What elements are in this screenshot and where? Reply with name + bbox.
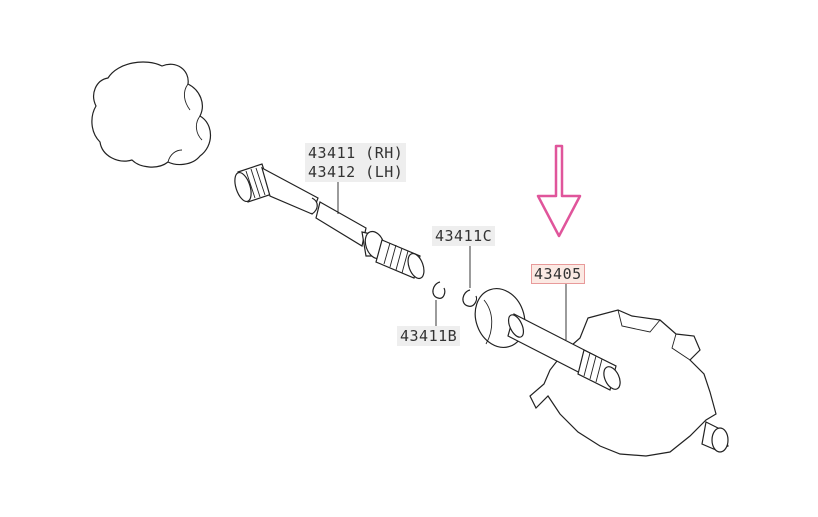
snap-ring-43411c [462, 289, 478, 307]
drive-shaft-43411 [234, 163, 425, 280]
part-label-43411-rh[interactable]: 43411 (RH) [305, 143, 407, 163]
part-label-43411b[interactable]: 43411B [397, 326, 461, 346]
part-label-43412-lh[interactable]: 43412 (LH) [305, 162, 407, 182]
leader-lines [337, 182, 567, 340]
part-label-43411c[interactable]: 43411C [432, 226, 496, 246]
snap-ring-43411b [432, 281, 446, 299]
pink-down-arrow-icon [536, 144, 582, 238]
hub-assembly-outline [91, 61, 212, 168]
part-label-43405[interactable]: 43405 [531, 264, 585, 284]
inner-shaft-43405 [474, 288, 729, 457]
